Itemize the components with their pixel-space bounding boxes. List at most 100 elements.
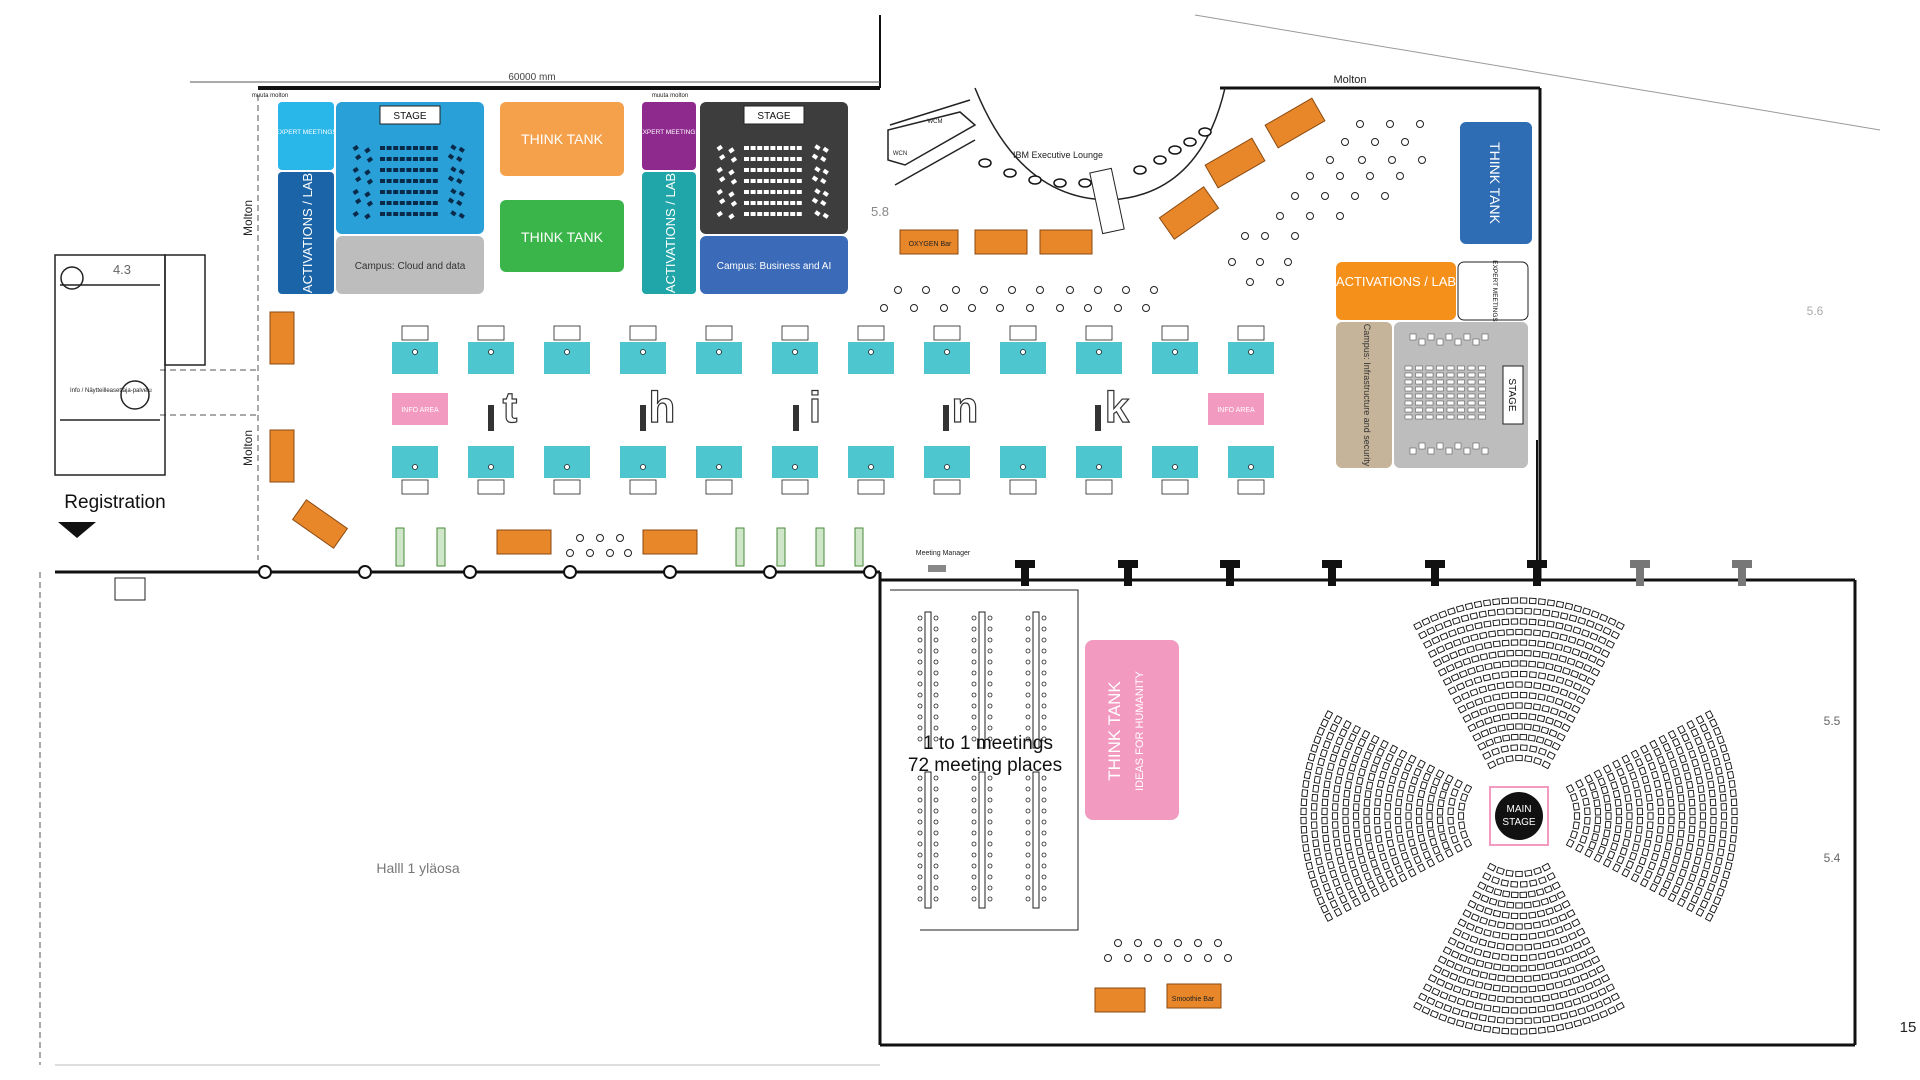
- seat: [1300, 825, 1308, 834]
- think-letter-i: i: [809, 383, 821, 432]
- expert-meetings-label-2: EXPERT MEETINGS: [638, 129, 700, 136]
- seat: [352, 210, 359, 217]
- booth-sign: [401, 479, 429, 495]
- seat: [1519, 712, 1528, 720]
- seat: [1578, 950, 1588, 959]
- seat: [1537, 1026, 1546, 1034]
- seat: [1519, 744, 1528, 751]
- seat: [1400, 771, 1409, 781]
- meeting-chair: [987, 659, 993, 665]
- seat: [1446, 414, 1455, 420]
- seat: [1342, 798, 1350, 807]
- seat: [1653, 779, 1662, 789]
- seat: [1460, 614, 1470, 623]
- seat: [1554, 981, 1564, 989]
- seat: [1472, 890, 1482, 900]
- seat: [1415, 393, 1423, 399]
- seat: [1591, 790, 1600, 800]
- seat: [1686, 780, 1694, 790]
- seat: [1480, 729, 1490, 738]
- seat: [1300, 807, 1307, 816]
- seat: [1554, 697, 1564, 706]
- seat: [1537, 598, 1546, 606]
- booth-sign: [553, 325, 581, 341]
- seat: [1705, 771, 1713, 780]
- seat: [1447, 816, 1454, 825]
- round-table: [1094, 286, 1102, 294]
- seat: [1524, 996, 1532, 1004]
- seat: [1528, 964, 1537, 972]
- meeting-chair: [917, 637, 923, 643]
- seat: [1581, 629, 1590, 638]
- speaker-stand: [1015, 560, 1035, 568]
- seat: [399, 190, 405, 194]
- seat: [1493, 661, 1502, 669]
- seat: [1550, 938, 1560, 947]
- seat: [1492, 931, 1501, 939]
- molton-left-label-1: Molton: [241, 200, 255, 236]
- seat: [1485, 885, 1495, 894]
- seat: [1316, 896, 1326, 906]
- meeting-chair: [971, 775, 977, 781]
- display-panel: [735, 527, 745, 567]
- meeting-chair: [933, 670, 939, 676]
- seat: [1333, 907, 1343, 917]
- seat: [1501, 618, 1510, 626]
- seat: [1671, 737, 1681, 748]
- seat: [1425, 386, 1434, 392]
- seat: [1641, 847, 1650, 857]
- seat: [1607, 1006, 1617, 1015]
- seat: [1406, 829, 1414, 839]
- seat: [1566, 909, 1576, 918]
- seat: [1709, 825, 1717, 834]
- seat: [1649, 739, 1659, 750]
- seat: [413, 212, 418, 216]
- seat: [770, 212, 776, 216]
- meeting-chair: [1025, 725, 1031, 731]
- meeting-chair: [971, 885, 977, 891]
- meeting-chair: [933, 615, 939, 621]
- round-table: [566, 549, 574, 557]
- seat: [1587, 968, 1598, 978]
- meeting-chair: [987, 797, 993, 803]
- seat: [450, 166, 457, 173]
- seat: [1645, 793, 1653, 802]
- round-table: [1256, 258, 1264, 266]
- seat: [790, 146, 796, 150]
- meeting-chair: [971, 874, 977, 880]
- seat: [1348, 763, 1357, 772]
- seat: [1425, 372, 1434, 378]
- meeting-chair: [1025, 648, 1031, 654]
- seat: [1483, 1025, 1492, 1033]
- meeting-chair: [933, 637, 939, 643]
- seat: [1496, 756, 1505, 766]
- activations-lab-label-1: ACTIVATIONS / LAB: [300, 173, 315, 293]
- seat: [1551, 1014, 1560, 1022]
- seat: [1452, 695, 1462, 705]
- display-panel: [395, 527, 405, 567]
- seat: [1684, 771, 1692, 781]
- seat: [1487, 862, 1497, 872]
- seat: [1501, 713, 1510, 721]
- seat: [1311, 830, 1319, 839]
- seat: [1472, 732, 1482, 742]
- booth-pin: [1096, 464, 1102, 470]
- round-table: [576, 534, 584, 542]
- think-tank-label-1: THINK TANK: [521, 131, 604, 147]
- seat: [1478, 1014, 1487, 1022]
- seat: [1561, 723, 1571, 733]
- meeting-chair: [971, 714, 977, 720]
- seat: [1533, 1016, 1542, 1024]
- seat: [1457, 386, 1465, 392]
- seat: [1313, 887, 1322, 897]
- seat: [1524, 755, 1533, 763]
- seat: [1545, 716, 1555, 725]
- seat: [1515, 923, 1523, 930]
- seat: [1348, 733, 1357, 743]
- round-table: [1351, 192, 1359, 200]
- meeting-chair: [917, 896, 923, 902]
- seat: [1698, 794, 1706, 802]
- seat: [1724, 861, 1733, 871]
- seat: [757, 212, 763, 216]
- booth-pin: [792, 349, 798, 355]
